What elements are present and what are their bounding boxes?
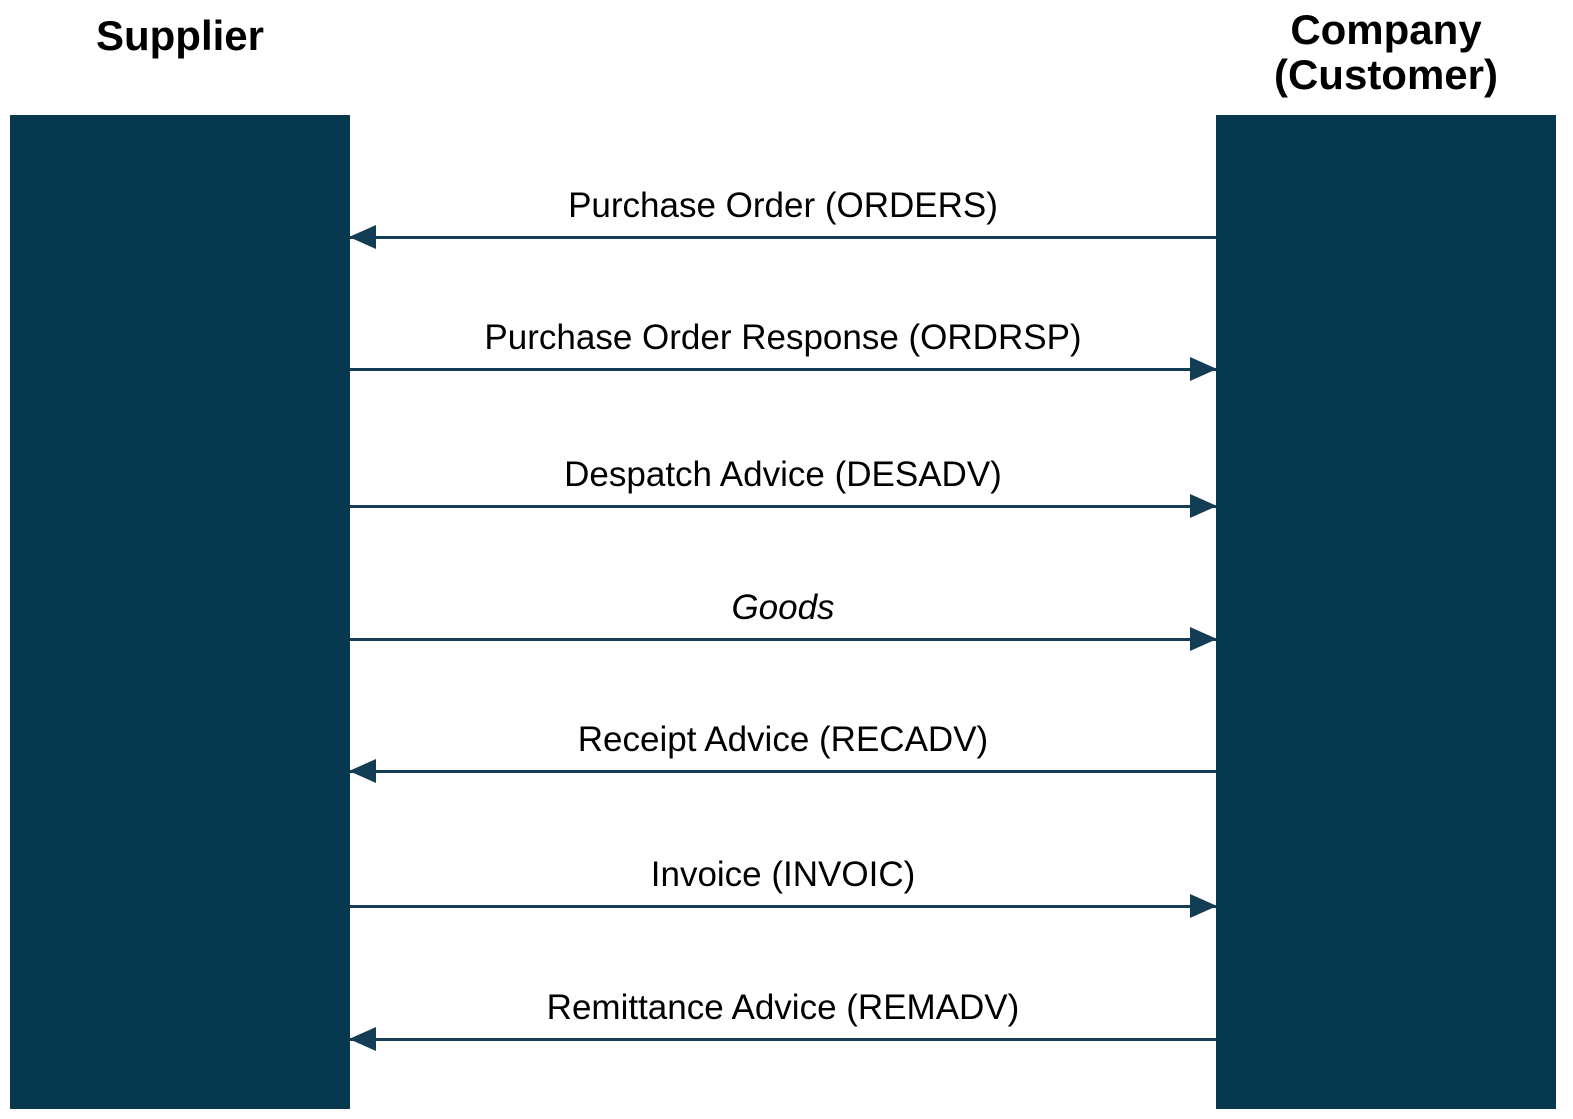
supplier-title: Supplier [95, 12, 265, 59]
message-arrow-line [350, 627, 1217, 651]
message-arrow-line [350, 894, 1217, 918]
message-label: Purchase Order Response (ORDRSP) [484, 318, 1082, 357]
message-arrow-line [350, 357, 1217, 381]
arrowhead-right-icon [1190, 357, 1217, 381]
arrowhead-right-icon [1190, 627, 1217, 651]
message-arrow-line [350, 494, 1217, 518]
message-arrow-line [349, 225, 1216, 249]
company-customer-title: Company (Customer) [1273, 6, 1498, 98]
arrowhead-right-icon [1190, 494, 1217, 518]
arrowhead-left-icon [349, 225, 376, 249]
message-label: Invoice (INVOIC) [650, 855, 916, 894]
message-label: Receipt Advice (RECADV) [577, 720, 989, 759]
supplier-lifeline-bar [10, 115, 350, 1109]
message-label: Goods [731, 588, 835, 627]
message-arrow-line [349, 759, 1216, 783]
message-arrow-line [349, 1027, 1216, 1051]
arrowhead-left-icon [349, 759, 376, 783]
message-label: Despatch Advice (DESADV) [564, 455, 1002, 494]
arrowhead-right-icon [1190, 894, 1217, 918]
company-lifeline-bar [1216, 115, 1556, 1109]
message-label: Remittance Advice (REMADV) [546, 988, 1020, 1027]
arrowhead-left-icon [349, 1027, 376, 1051]
message-label: Purchase Order (ORDERS) [568, 186, 998, 225]
